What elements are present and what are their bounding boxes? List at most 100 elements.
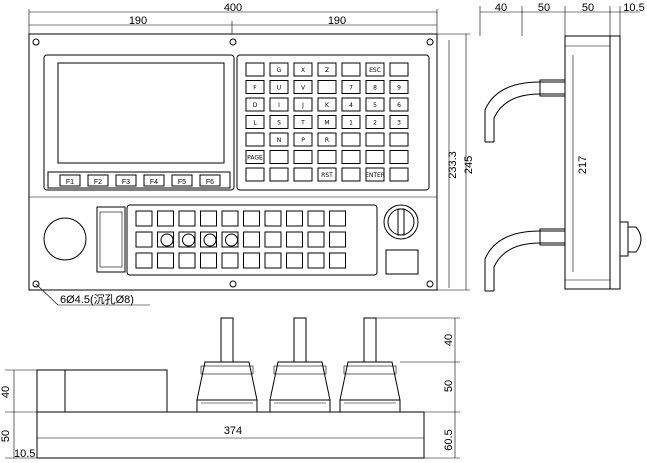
function-key[interactable] (87, 174, 109, 187)
dim-left-50: 50 (0, 430, 12, 442)
operator-key[interactable] (221, 210, 239, 227)
keypad-key[interactable] (341, 62, 361, 77)
operator-key[interactable] (243, 210, 260, 227)
keypad-key[interactable] (365, 167, 385, 182)
keypad-key[interactable] (293, 62, 313, 77)
keypad-key[interactable] (341, 97, 361, 112)
keypad-key[interactable] (389, 115, 409, 129)
keypad-key[interactable] (389, 167, 409, 182)
keypad-key[interactable] (293, 115, 313, 129)
handle-slot (96, 206, 126, 273)
operator-key[interactable] (157, 252, 174, 269)
keypad-key[interactable] (317, 97, 337, 112)
keypad-key[interactable] (317, 80, 337, 94)
operator-key[interactable] (178, 252, 196, 269)
operator-key[interactable] (264, 210, 282, 227)
operator-key[interactable] (307, 231, 325, 248)
keypad-key[interactable] (341, 80, 361, 94)
operator-key[interactable] (200, 252, 217, 269)
keypad-key[interactable] (245, 132, 265, 147)
db-connector (269, 317, 331, 413)
operator-key[interactable] (200, 231, 217, 248)
keypad-key[interactable] (269, 80, 289, 94)
keypad-key[interactable] (269, 132, 289, 147)
keypad-key[interactable] (365, 150, 385, 164)
keypad-key[interactable] (365, 80, 385, 94)
keypad-key-label: ESC (369, 67, 381, 74)
keypad-key[interactable] (341, 132, 361, 147)
keypad-key[interactable] (317, 167, 337, 182)
keypad-key-label: V (301, 85, 306, 92)
function-key[interactable] (171, 174, 193, 187)
keypad-key-label: P (301, 137, 305, 144)
operator-key[interactable] (264, 252, 282, 269)
function-key[interactable] (115, 174, 137, 187)
operator-key[interactable] (307, 210, 325, 227)
keypad-key[interactable] (317, 62, 337, 77)
keypad-key[interactable] (245, 97, 265, 112)
keypad-key[interactable] (245, 80, 265, 94)
keypad-key[interactable] (317, 132, 337, 147)
operator-key[interactable] (329, 210, 346, 227)
dim-right-half: 190 (328, 15, 346, 27)
keypad-key[interactable] (293, 80, 313, 94)
operator-key[interactable] (200, 210, 217, 227)
keypad-key[interactable] (293, 97, 313, 112)
keypad-key[interactable] (245, 62, 265, 77)
dim-right-40: 40 (443, 334, 455, 346)
operator-key[interactable] (178, 210, 196, 227)
dim-outer-height: 245 (463, 156, 475, 174)
operator-key[interactable] (264, 231, 282, 248)
keypad-key-label: Z (325, 67, 329, 74)
keypad-key[interactable] (293, 167, 313, 182)
keypad-key[interactable] (365, 115, 385, 129)
keypad-key[interactable] (245, 115, 265, 129)
keypad-key[interactable] (341, 115, 361, 129)
keypad-key[interactable] (317, 150, 337, 164)
keypad-key[interactable] (389, 132, 409, 147)
keypad-key[interactable] (269, 167, 289, 182)
operator-key[interactable] (135, 231, 153, 248)
keypad-key[interactable] (245, 167, 265, 182)
keypad-key[interactable] (317, 115, 337, 129)
operator-key[interactable] (243, 252, 260, 269)
keypad-key[interactable] (269, 97, 289, 112)
operator-key[interactable] (221, 252, 239, 269)
keypad-key[interactable] (293, 150, 313, 164)
operator-key[interactable] (178, 231, 196, 248)
keypad-key[interactable] (365, 97, 385, 112)
keypad-key-label: S (277, 120, 281, 127)
keypad-key[interactable] (293, 132, 313, 147)
operator-key[interactable] (307, 252, 325, 269)
operator-key[interactable] (286, 231, 303, 248)
operator-key[interactable] (286, 252, 303, 269)
keypad-key[interactable] (341, 150, 361, 164)
keypad-key[interactable] (389, 62, 409, 77)
operator-key[interactable] (157, 231, 174, 248)
keypad-key[interactable] (269, 115, 289, 129)
operator-key[interactable] (157, 210, 174, 227)
operator-key[interactable] (329, 252, 346, 269)
keypad-key[interactable] (389, 80, 409, 94)
operator-key[interactable] (286, 210, 303, 227)
operator-key[interactable] (243, 231, 260, 248)
keypad-key[interactable] (245, 150, 265, 164)
function-key-label: F4 (150, 179, 158, 186)
function-key[interactable] (199, 174, 221, 187)
keypad-key[interactable] (389, 150, 409, 164)
function-key[interactable] (143, 174, 165, 187)
keypad-key[interactable] (389, 97, 409, 112)
left-block (36, 369, 168, 413)
operator-key[interactable] (221, 231, 239, 248)
lcd-screen (57, 62, 225, 164)
keypad-key[interactable] (269, 150, 289, 164)
keypad-key[interactable] (269, 62, 289, 77)
keypad-key-label: 4 (349, 102, 353, 109)
keypad-key[interactable] (341, 167, 361, 182)
operator-key[interactable] (135, 210, 153, 227)
operator-key[interactable] (329, 231, 346, 248)
function-key[interactable] (59, 174, 81, 187)
keypad-key[interactable] (365, 62, 385, 77)
operator-key[interactable] (135, 252, 153, 269)
keypad-key[interactable] (365, 132, 385, 147)
